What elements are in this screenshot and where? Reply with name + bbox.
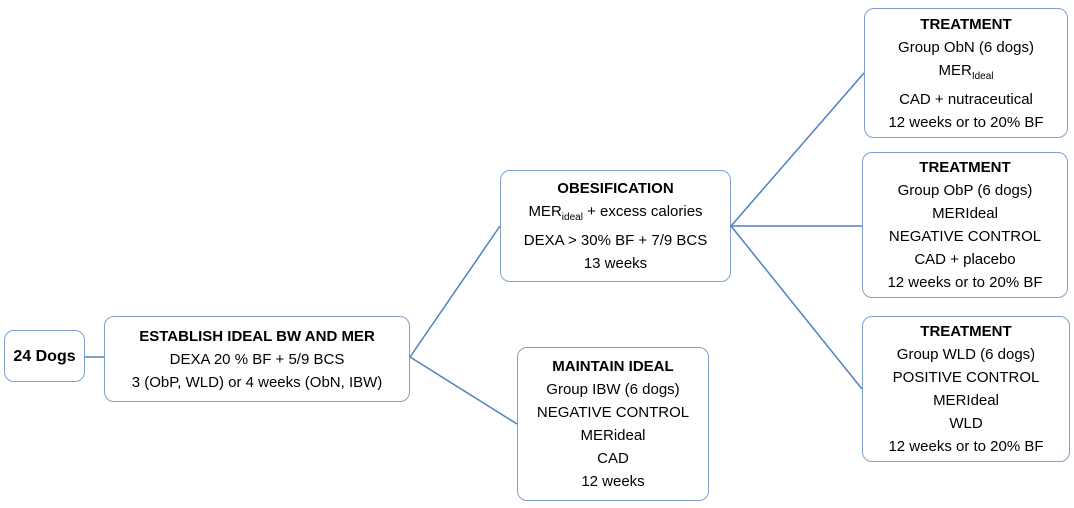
maintain-box: MAINTAIN IDEAL Group IBW (6 dogs) NEGATI… <box>517 347 709 501</box>
treatment-wld-line-5: 12 weeks or to 20% BF <box>888 438 1044 455</box>
treatment-wld-title: TREATMENT <box>920 323 1012 340</box>
treatment-obp-line-1: Group ObP (6 dogs) <box>897 182 1033 199</box>
treatment-wld-line-3: MERIdeal <box>933 392 999 409</box>
treatment-obn-mer-line: MERIdeal <box>938 59 993 88</box>
establish-line-1: DEXA 20 % BF + 5/9 BCS <box>169 350 345 368</box>
treatment-wld-box: TREATMENT Group WLD (6 dogs) POSITIVE CO… <box>862 316 1070 462</box>
treatment-wld-line-4: WLD <box>949 415 983 432</box>
connector-obesification-wld <box>730 225 863 390</box>
treatment-obn-line-1: CAD + nutraceutical <box>899 90 1033 108</box>
start-title: 24 Dogs <box>13 347 76 365</box>
maintain-line-1: Group IBW (6 dogs) <box>546 381 680 398</box>
connector-establish-obesification <box>409 225 501 358</box>
mer-subscript: Ideal <box>971 70 994 82</box>
obesification-box: OBESIFICATION MERideal + excess calories… <box>500 170 731 282</box>
treatment-obn-box: TREATMENT Group ObN (6 dogs) MERIdeal CA… <box>864 8 1068 138</box>
treatment-wld-line-1: Group WLD (6 dogs) <box>896 346 1036 363</box>
treatment-obp-title: TREATMENT <box>919 159 1011 176</box>
establish-line-2: 3 (ObP, WLD) or 4 weeks (ObN, IBW) <box>131 373 383 391</box>
connector-establish-maintain <box>409 356 518 425</box>
establish-box: ESTABLISH IDEAL BW AND MER DEXA 20 % BF … <box>104 316 410 402</box>
treatment-obp-line-5: 12 weeks or to 20% BF <box>887 274 1043 291</box>
obesification-title: OBESIFICATION <box>557 180 674 197</box>
mer-rest: + excess calories <box>582 203 703 220</box>
maintain-title: MAINTAIN IDEAL <box>552 358 674 375</box>
treatment-obp-box: TREATMENT Group ObP (6 dogs) MERIdeal NE… <box>862 152 1068 298</box>
start-box: 24 Dogs <box>4 330 85 382</box>
mer-text: MER <box>938 61 972 79</box>
treatment-obp-line-4: CAD + placebo <box>914 251 1016 268</box>
establish-title: ESTABLISH IDEAL BW AND MER <box>139 327 375 345</box>
mer-subscript: ideal <box>561 212 583 223</box>
maintain-line-3: MERideal <box>580 427 646 444</box>
treatment-obn-group: Group ObN (6 dogs) <box>898 38 1034 56</box>
mer-text: MER <box>528 203 562 220</box>
treatment-obn-title: TREATMENT <box>920 15 1012 33</box>
obesification-line-1: DEXA > 30% BF + 7/9 BCS <box>523 232 708 249</box>
obesification-mer-line: MERideal + excess calories <box>528 200 702 229</box>
treatment-wld-line-2: POSITIVE CONTROL <box>892 369 1040 386</box>
treatment-obp-line-2: MERIdeal <box>932 205 998 222</box>
maintain-line-4: CAD <box>597 450 629 467</box>
treatment-obp-line-3: NEGATIVE CONTROL <box>888 228 1042 245</box>
treatment-obn-line-2: 12 weeks or to 20% BF <box>888 113 1044 131</box>
connector-obesification-obn <box>730 72 865 227</box>
maintain-line-5: 12 weeks <box>581 473 645 490</box>
obesification-line-2: 13 weeks <box>583 255 648 272</box>
maintain-line-2: NEGATIVE CONTROL <box>536 404 690 421</box>
